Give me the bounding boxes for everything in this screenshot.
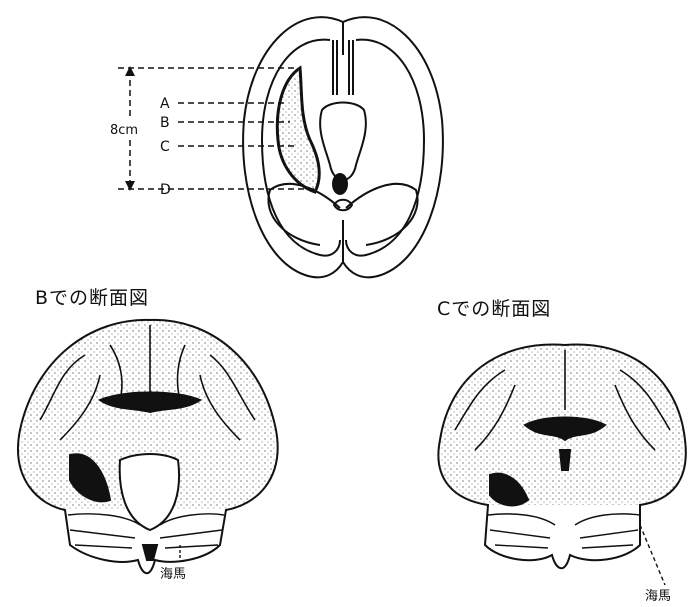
ventral-brain-view (243, 17, 443, 277)
hippocampus-pointer-c (640, 525, 665, 585)
brainstem (320, 103, 366, 181)
scale-label: 8cm (110, 123, 138, 138)
cerebellum-right (346, 184, 418, 245)
level-label-b: B (160, 115, 170, 131)
level-label-c: C (160, 139, 170, 155)
section-c-third-ventricle (560, 450, 570, 470)
pons-dark (333, 174, 347, 194)
section-c-caption: Cでの断面図 (437, 294, 551, 321)
level-label-d: D (160, 182, 171, 198)
hippocampus-label-c: 海馬 (645, 589, 671, 604)
cerebellum-left (268, 184, 340, 245)
section-c (438, 345, 685, 569)
level-label-a: A (160, 96, 170, 112)
olfactory-tract-right (349, 40, 353, 95)
section-b-caption: Bでの断面図 (35, 283, 149, 310)
hippocampus-label-b: 海馬 (160, 567, 186, 582)
olfactory-tract-left (333, 40, 337, 95)
right-inner-contour (346, 40, 424, 256)
section-b (18, 320, 278, 573)
